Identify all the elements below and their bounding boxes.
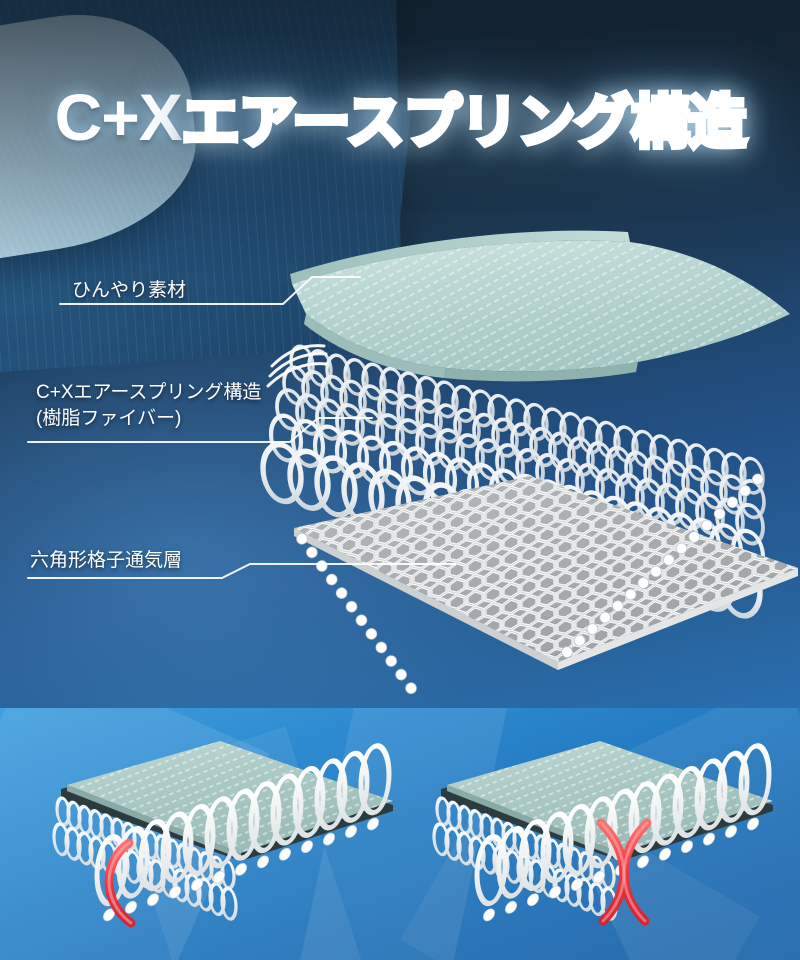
label-hex-lattice-air-layer: 六角形格子通気層	[30, 550, 183, 571]
hex-mesh-edge-right	[558, 568, 798, 670]
c-block-base	[103, 817, 379, 922]
leader-line-cooling	[59, 276, 361, 305]
x-spring-block	[425, 723, 800, 953]
title-japanese: エアースプリング構造	[179, 75, 749, 159]
cooling-sheet-layer	[278, 222, 798, 402]
x-block-coils	[432, 743, 772, 922]
comparison-panel	[0, 708, 800, 960]
title-latin: C+X	[54, 80, 183, 154]
cooling-sheet-texture	[292, 240, 790, 372]
cooling-sheet-thickness-front	[444, 362, 638, 382]
cooling-sheet-edge	[290, 230, 630, 284]
coil-left-flare	[266, 344, 328, 388]
x-shape-highlight	[596, 818, 652, 926]
hex-mesh-layer	[286, 470, 800, 694]
c-shape-highlight	[104, 838, 136, 928]
leader-line-spring	[27, 417, 373, 443]
label-cooling-material: ひんやり素材	[72, 280, 187, 301]
leader-line-hex	[27, 563, 456, 579]
cooling-sheet-thickness	[304, 314, 446, 378]
exploded-layer-diagram	[260, 222, 800, 694]
callout-labels: ひんやり素材 C+Xエアースプリング構造 (樹脂ファイバー) 六角形格子通気層	[27, 276, 456, 579]
c-spring-block	[45, 723, 425, 953]
hex-mesh-serration	[296, 473, 764, 694]
label-air-spring-structure: C+Xエアースプリング構造 (樹脂ファイバー)	[36, 382, 262, 429]
